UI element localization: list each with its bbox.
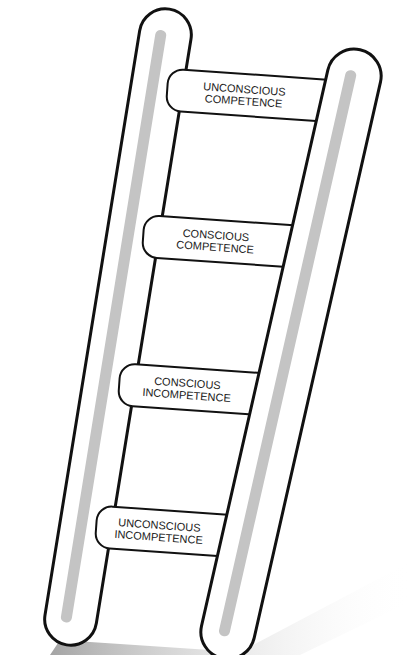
rung-label: CONSCIOUS COMPETENCE bbox=[167, 226, 264, 257]
rung-label: UNCONSCIOUS INCOMPETENCE bbox=[110, 516, 207, 547]
rung-label: CONSCIOUS INCOMPETENCE bbox=[138, 374, 235, 405]
rail-stripe bbox=[218, 69, 357, 637]
rung-label: UNCONSCIOUS COMPETENCE bbox=[195, 80, 292, 111]
ladder-rail bbox=[196, 44, 387, 655]
